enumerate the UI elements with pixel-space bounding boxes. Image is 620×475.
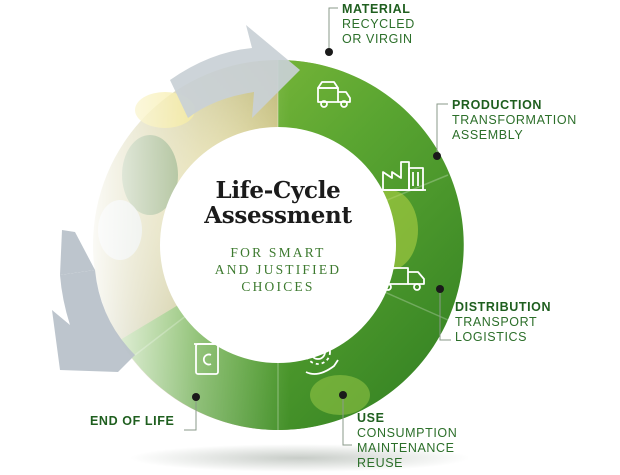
cycle-arrow-left <box>52 270 135 372</box>
use-line-1: CONSUMPTION <box>357 426 458 440</box>
production-dot <box>433 152 441 160</box>
diagram-title: Life-Cycle Assessment <box>168 178 388 228</box>
subtitle-line-1: FOR SMART <box>230 245 326 260</box>
diagram-subtitle: FOR SMART AND JUSTIFIED CHOICES <box>163 244 393 295</box>
material-dot <box>325 48 333 56</box>
delivery-truck-icon <box>381 267 425 291</box>
title-line-2: Assessment <box>204 202 352 229</box>
material-heading: MATERIAL <box>342 2 411 16</box>
distribution-dot <box>436 285 444 293</box>
production-line-2: ASSEMBLY <box>452 128 524 142</box>
end-of-life-heading: END OF LIFE <box>90 414 175 428</box>
truck-bin-icon <box>317 81 351 108</box>
stage-label-material: MATERIAL RECYCLED OR VIRGIN <box>342 2 415 47</box>
production-line-1: TRANSFORMATION <box>452 113 577 127</box>
leader-dots <box>192 48 444 401</box>
subtitle-line-3: CHOICES <box>241 279 315 294</box>
cycle-arrow-top <box>170 25 300 118</box>
subtitle-line-2: AND JUSTIFIED <box>214 262 342 277</box>
distribution-line-1: TRANSPORT <box>455 315 538 329</box>
material-line-1: RECYCLED <box>342 17 415 31</box>
use-line-2: MAINTENANCE <box>357 441 455 455</box>
center-disk <box>160 127 396 363</box>
material-line-2: OR VIRGIN <box>342 32 413 46</box>
end-of-life-dot <box>192 393 200 401</box>
leader-lines <box>184 7 451 446</box>
stage-label-distribution: DISTRIBUTION TRANSPORT LOGISTICS <box>455 300 551 345</box>
distribution-heading: DISTRIBUTION <box>455 300 552 314</box>
stage-label-use: USE CONSUMPTION MAINTENANCE REUSE <box>357 411 457 471</box>
stage-label-end-of-life: END OF LIFE <box>90 414 174 429</box>
cycle-arrow-left-shaft <box>60 230 95 275</box>
use-line-3: REUSE <box>357 456 404 470</box>
recycle-bin-icon <box>194 343 220 375</box>
ground-shadow <box>130 444 470 472</box>
gear-hand-icon <box>305 339 339 375</box>
title-line-1: Life-Cycle <box>215 177 341 204</box>
factory-icon <box>380 161 426 191</box>
production-heading: PRODUCTION <box>452 98 543 112</box>
use-dot <box>339 391 347 399</box>
stage-label-production: PRODUCTION TRANSFORMATION ASSEMBLY <box>452 98 577 143</box>
distribution-line-2: LOGISTICS <box>455 330 528 344</box>
use-heading: USE <box>357 411 385 425</box>
